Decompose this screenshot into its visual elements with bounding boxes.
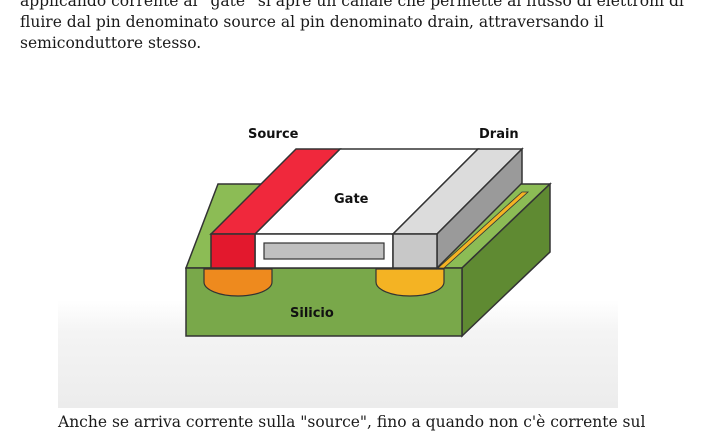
label-source: Source [248, 127, 299, 142]
label-gate: Gate [334, 192, 369, 207]
source-well [203, 268, 273, 297]
drain-well-strip [436, 191, 530, 269]
label-drain: Drain [479, 127, 519, 142]
gate-oxide-layer [263, 242, 385, 260]
paragraph-bottom: Anche se arriva corrente sulla "source",… [58, 413, 646, 431]
drain-well [375, 268, 445, 297]
source-front-face [210, 233, 256, 269]
label-silicon: Silicio [290, 306, 334, 321]
paragraph-top: applicando corrente al “gate” si apre un… [20, 0, 684, 52]
drain-front-face [392, 233, 438, 269]
